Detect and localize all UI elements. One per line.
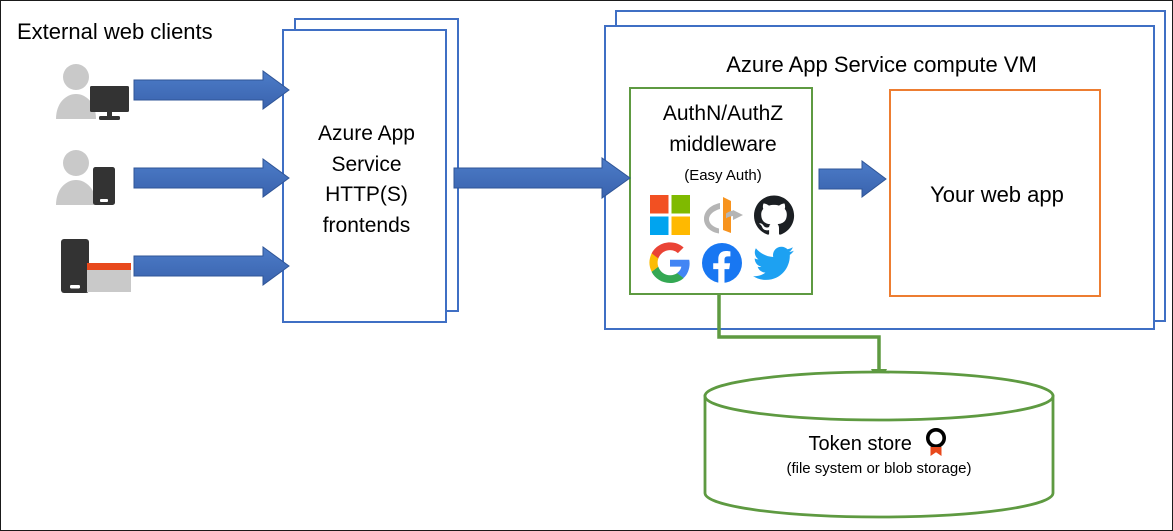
award-badge-icon bbox=[926, 428, 947, 456]
frontends-line-1: Azure App bbox=[318, 122, 415, 145]
middleware-title: AuthN/AuthZ middleware bbox=[631, 99, 815, 160]
arrow-client-1-to-frontends bbox=[133, 70, 290, 110]
arrow-client-3-to-frontends bbox=[133, 246, 290, 286]
middleware-subtitle: (Easy Auth) bbox=[684, 167, 762, 184]
token-store-label: Token store bbox=[705, 428, 1053, 457]
external-web-clients-heading: External web clients bbox=[17, 19, 213, 44]
frontends-line-3: HTTP(S) bbox=[325, 183, 408, 207]
compute-vm-title: Azure App Service compute VM bbox=[726, 52, 1037, 77]
frontends-line-2: Service bbox=[331, 152, 402, 176]
facebook-logo-icon[interactable] bbox=[701, 242, 743, 284]
client-icon-mobile-user bbox=[53, 149, 133, 207]
arrow-client-2-to-frontends bbox=[133, 158, 290, 198]
frontends-line-4: frontends bbox=[322, 213, 411, 237]
app-service-frontends-label: Azure App Service HTTP(S) frontends bbox=[284, 119, 449, 242]
client-icon-desktop-user bbox=[53, 63, 133, 121]
user-with-phone-icon bbox=[56, 150, 115, 205]
your-web-app-box[interactable]: Your web app bbox=[889, 89, 1101, 297]
middleware-line-1: AuthN/AuthZ bbox=[662, 102, 784, 125]
twitter-logo-icon[interactable] bbox=[753, 242, 795, 284]
google-logo-icon[interactable] bbox=[649, 242, 691, 284]
github-logo-icon[interactable] bbox=[753, 194, 795, 236]
authn-authz-middleware-box[interactable]: AuthN/AuthZ middleware (Easy Auth) bbox=[629, 87, 813, 295]
microsoft-logo-icon[interactable] bbox=[649, 194, 691, 236]
app-service-frontends-box[interactable]: Azure App Service HTTP(S) frontends bbox=[282, 29, 447, 323]
token-store-sublabel: (file system or blob storage) bbox=[786, 460, 972, 477]
user-with-desktop-monitor-icon bbox=[56, 64, 129, 120]
middleware-line-2: middleware bbox=[669, 132, 777, 156]
phone-with-browser-window-icon bbox=[61, 239, 131, 293]
your-web-app-label: Your web app bbox=[930, 182, 1064, 207]
identity-provider-logo-grid bbox=[644, 191, 800, 287]
openid-connect-logo-icon[interactable] bbox=[701, 194, 743, 236]
token-store-title: Token store bbox=[808, 433, 912, 455]
client-icon-device-browser bbox=[56, 237, 136, 295]
